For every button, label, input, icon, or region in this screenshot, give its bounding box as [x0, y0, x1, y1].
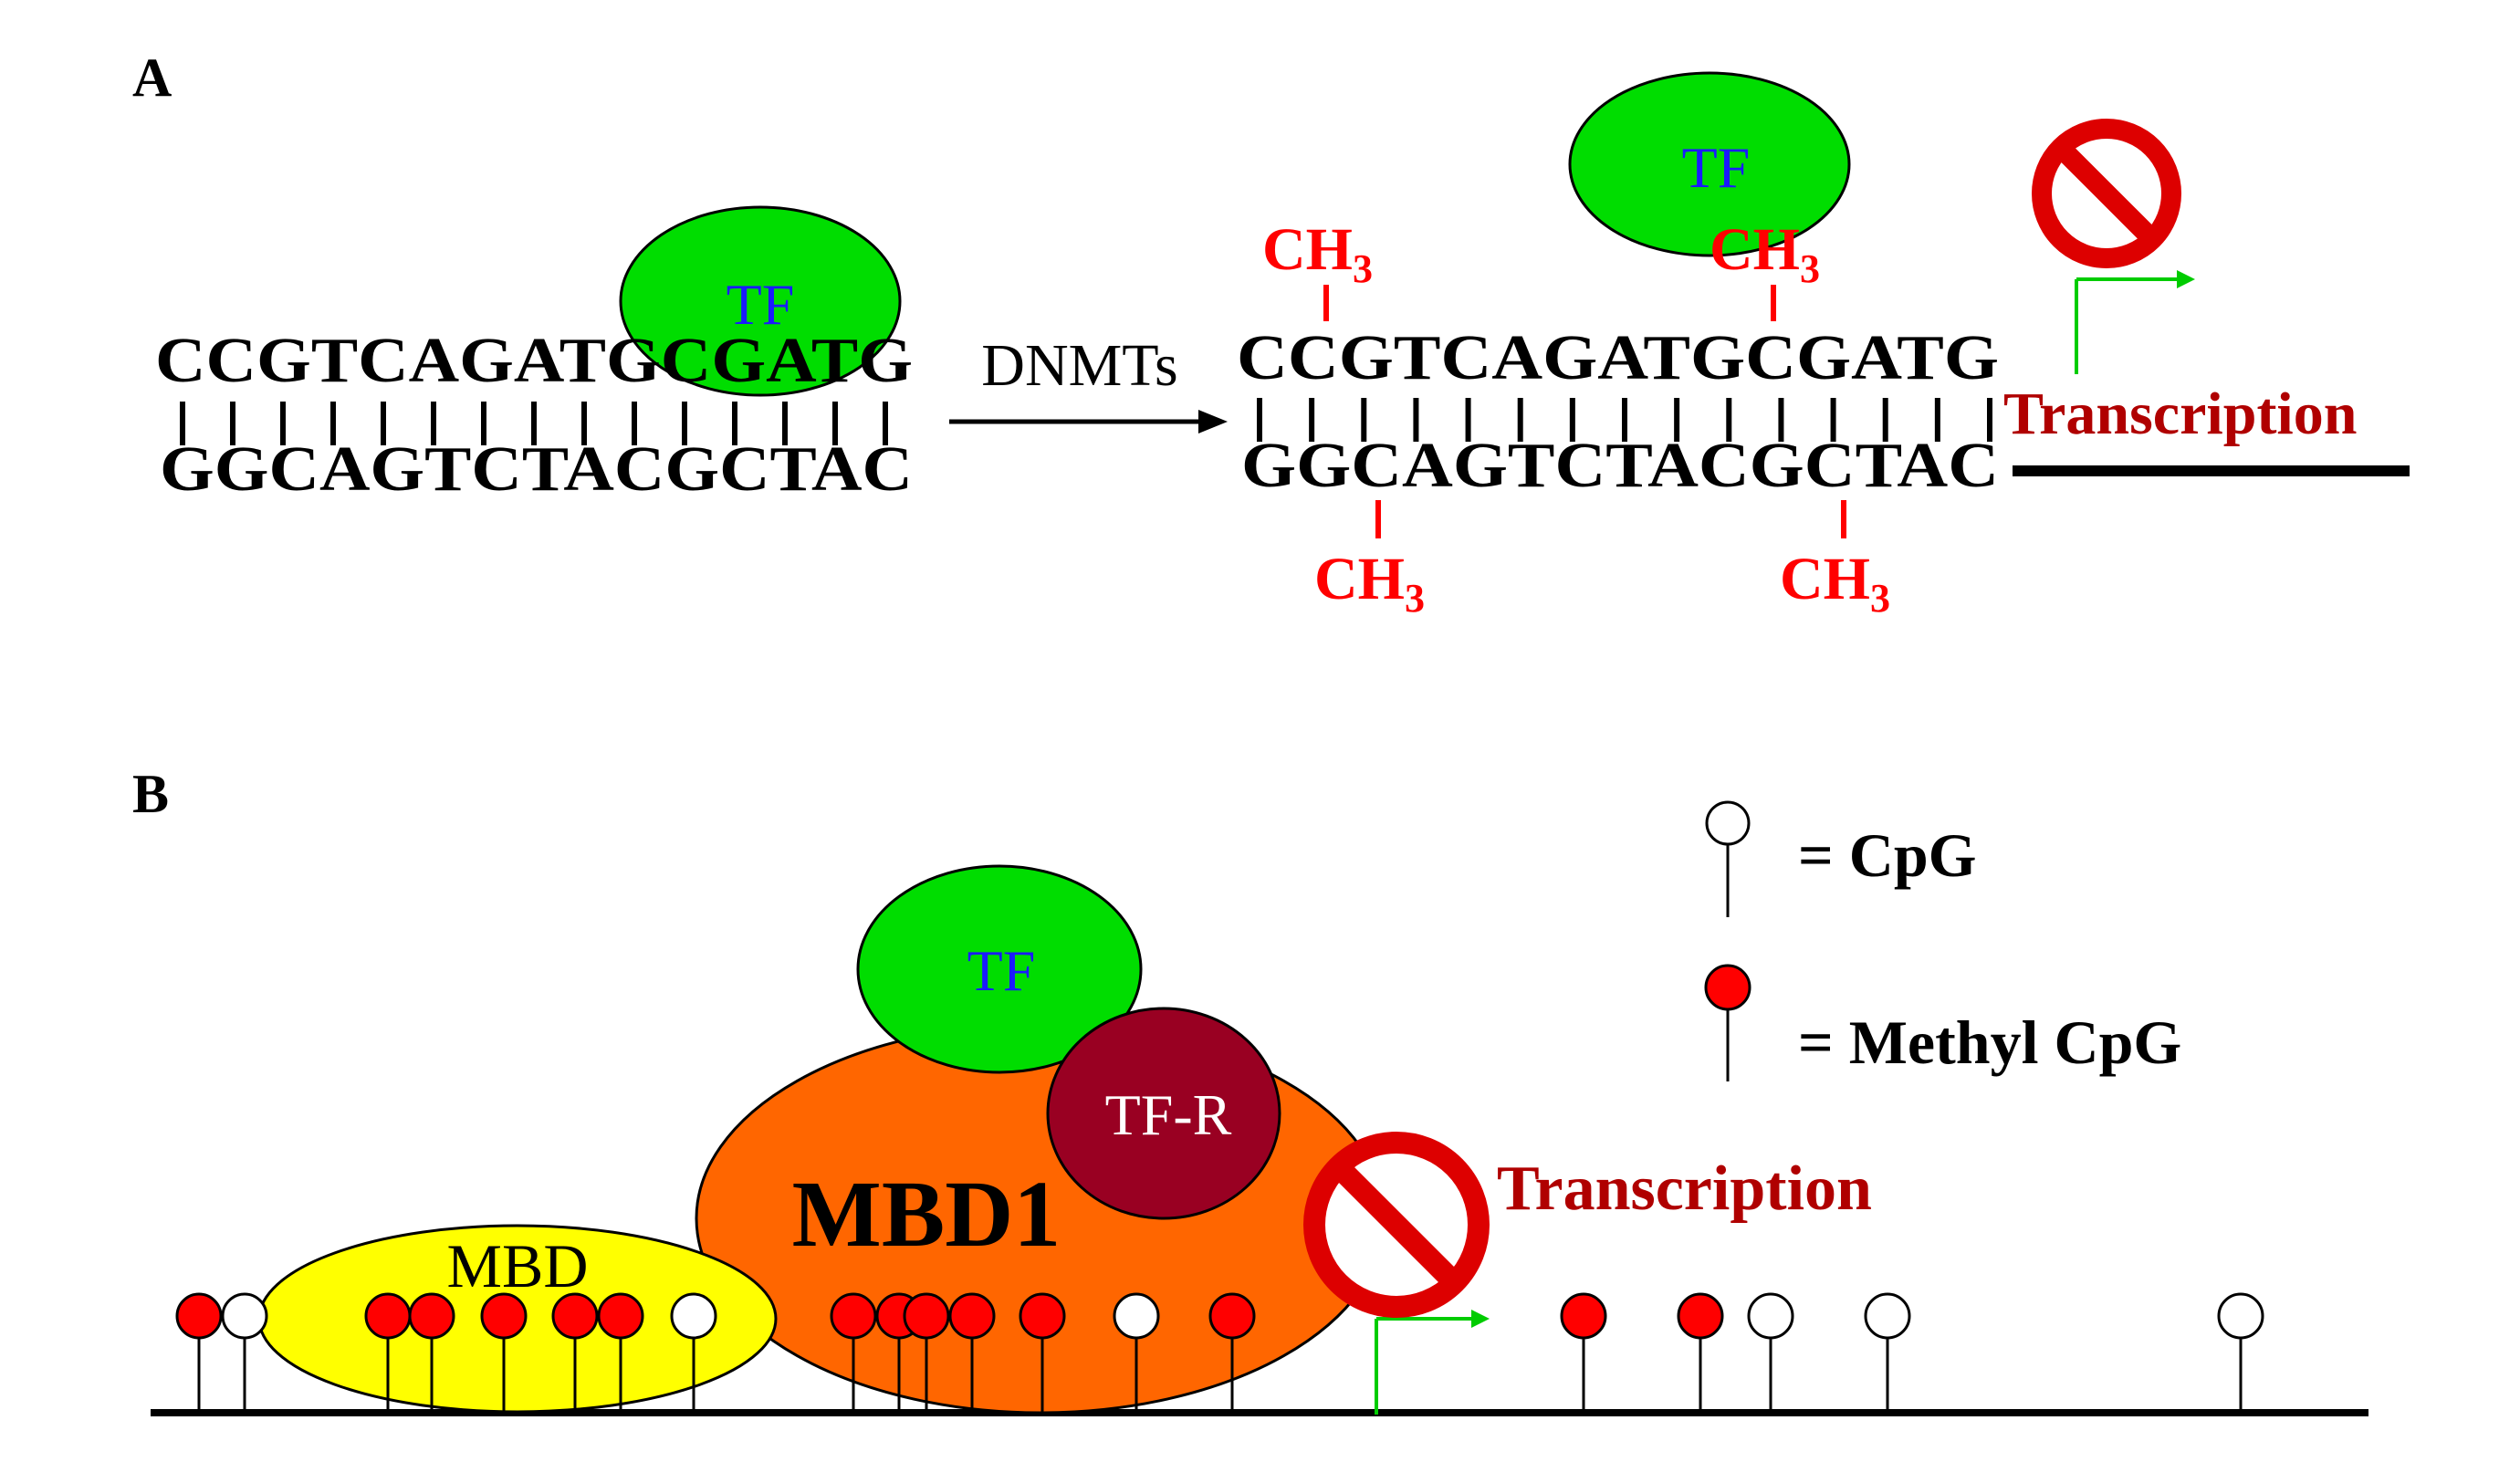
methyl-group-bottom-2: CH3 [1780, 500, 1890, 621]
cpg-head [2217, 1292, 2264, 1340]
right-tf-ellipse [1568, 71, 1851, 257]
methyl-cpg-head [903, 1292, 950, 1340]
panel-a-label: A [132, 47, 172, 108]
panel-a-no-transcription-icon [2032, 119, 2181, 268]
legend-filled-circle-icon [1704, 964, 1751, 1011]
cpg-sites [175, 1292, 2264, 1413]
panel-b-tf-ellipse [856, 864, 1143, 1074]
left-base-pair-rungs [180, 402, 888, 445]
methyl-group-top-2: CH3 [1710, 216, 1820, 321]
legend-cpg-label: = CpG [1798, 820, 1977, 890]
methyl-cpg-head [948, 1292, 996, 1340]
svg-text:CH3: CH3 [1314, 546, 1425, 621]
left-bottom-strand: GGCAGTCTACGCTAC [160, 434, 913, 505]
left-top-strand: CCGTCAGATGCGATG [155, 326, 913, 396]
mbd1-label: MBD1 [792, 1162, 1061, 1267]
svg-text:CH3: CH3 [1262, 216, 1373, 291]
methyl-cpg-head [551, 1292, 599, 1340]
right-base-pair-rungs [1257, 398, 1992, 442]
cpg-head [221, 1292, 268, 1340]
panel-b-tf-label: TF [967, 938, 1036, 1003]
left-tf-label: TF [727, 272, 795, 337]
right-bottom-strand: GGCAGTCTACGCTAC [1241, 431, 1999, 501]
legend-methyl-cpg-label: = Methyl CpG [1798, 1008, 2181, 1077]
svg-text:CH3: CH3 [1780, 546, 1890, 621]
dnmts-arrow-head [1198, 410, 1228, 433]
cpg-head [670, 1292, 717, 1340]
cpg-head [1747, 1292, 1794, 1340]
methyl-cpg-head [1019, 1292, 1066, 1340]
mbd-label: MBD [447, 1231, 589, 1300]
panel-a-transcription-label: Transcription [2003, 381, 2357, 447]
panel-b-transcription-label: Transcription [1497, 1154, 1872, 1224]
methyl-cpg-head [1560, 1292, 1607, 1340]
tf-r-label: TF-R [1105, 1082, 1232, 1147]
tf-r-ellipse [1046, 1007, 1281, 1220]
panel-a-tss-arrow [2075, 270, 2195, 374]
methyl-cpg-head [597, 1292, 644, 1340]
right-tf-label: TF [1682, 135, 1751, 200]
methyl-cpg-head [408, 1292, 455, 1340]
methyl-cpg-head [1208, 1292, 1256, 1340]
dnmts-label: DNMTs [981, 332, 1177, 399]
methyl-group-bottom-1: CH3 [1314, 500, 1425, 621]
legend-cpg: = CpG [1705, 800, 1977, 917]
legend-open-circle-icon [1705, 800, 1751, 846]
left-tf-ellipse [619, 205, 902, 397]
panel-b-label: B [132, 764, 169, 824]
methyl-group-top-1: CH3 [1262, 216, 1373, 321]
svg-text:CH3: CH3 [1710, 216, 1820, 291]
panel-b-tss-arrow [1375, 1310, 1490, 1415]
methyl-cpg-head [1677, 1292, 1724, 1340]
methyl-cpg-head [175, 1292, 223, 1340]
methyl-cpg-head [830, 1292, 877, 1340]
legend-methyl-cpg: = Methyl CpG [1704, 964, 2181, 1081]
cpg-head [1113, 1292, 1160, 1340]
methyl-cpg-head [364, 1292, 412, 1340]
panel-b-no-transcription-icon [1303, 1132, 1490, 1318]
right-top-strand: CCGTCAGATGCGATG [1237, 323, 1999, 393]
methyl-cpg-head [480, 1292, 528, 1340]
cpg-head [1864, 1292, 1911, 1340]
